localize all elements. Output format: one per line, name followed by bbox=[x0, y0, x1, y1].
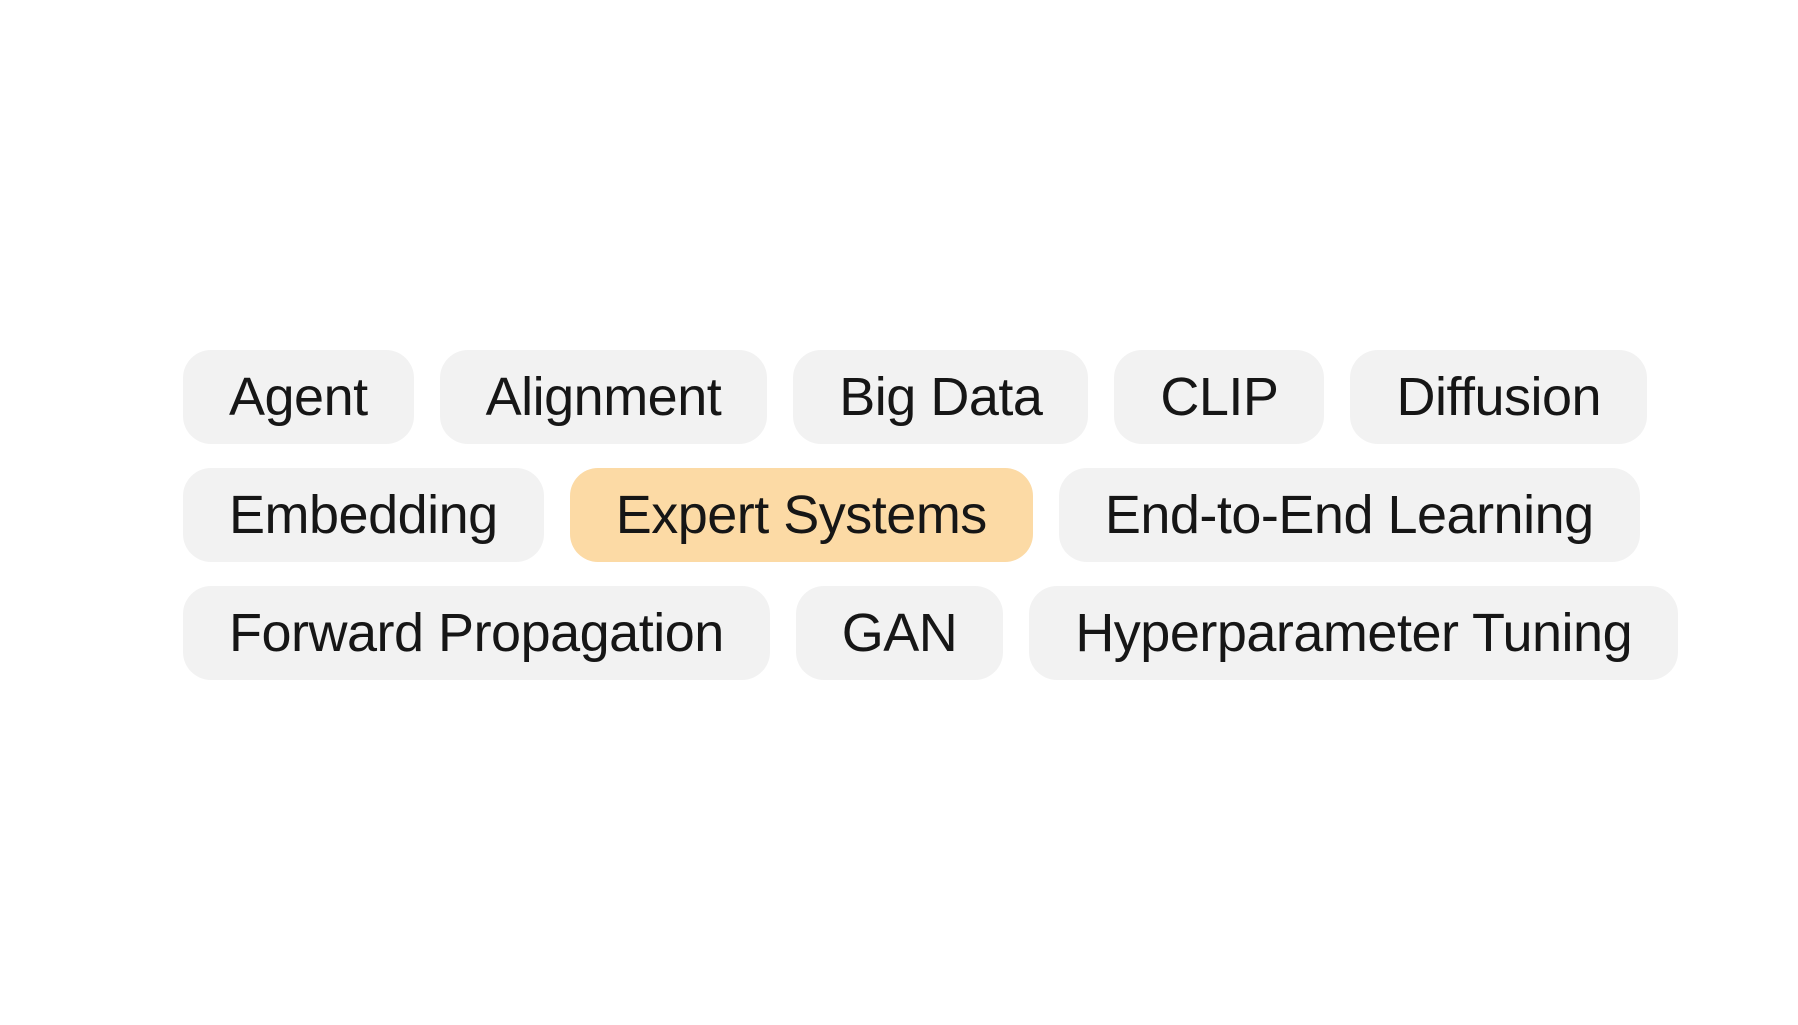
tag-pill-expert-systems[interactable]: Expert Systems bbox=[569, 468, 1033, 562]
tag-row: Forward Propagation GAN Hyperparameter Tun… bbox=[183, 586, 1679, 680]
tag-pill-hyperparameter-tuning[interactable]: Hyperparameter Tuning bbox=[1029, 586, 1679, 680]
tag-row: Embedding Expert Systems End-to-End Learni… bbox=[183, 468, 1678, 562]
tag-pill-embedding[interactable]: Embedding bbox=[183, 468, 544, 562]
tag-pill-diffusion[interactable]: Diffusion bbox=[1350, 350, 1648, 444]
tag-pill-end-to-end-learning[interactable]: End-to-End Learning bbox=[1058, 468, 1640, 562]
tag-row: Agent Alignment Big Data CLIP Diffusion bbox=[183, 350, 1678, 444]
tag-pill-big-data[interactable]: Big Data bbox=[793, 350, 1089, 444]
tag-pill-clip[interactable]: CLIP bbox=[1114, 350, 1325, 444]
tag-pill-alignment[interactable]: Alignment bbox=[439, 350, 768, 444]
tag-pill-agent[interactable]: Agent bbox=[183, 350, 414, 444]
tag-pill-forward-propagation[interactable]: Forward Propagation bbox=[183, 586, 770, 680]
tag-pill-gan[interactable]: GAN bbox=[795, 586, 1004, 680]
